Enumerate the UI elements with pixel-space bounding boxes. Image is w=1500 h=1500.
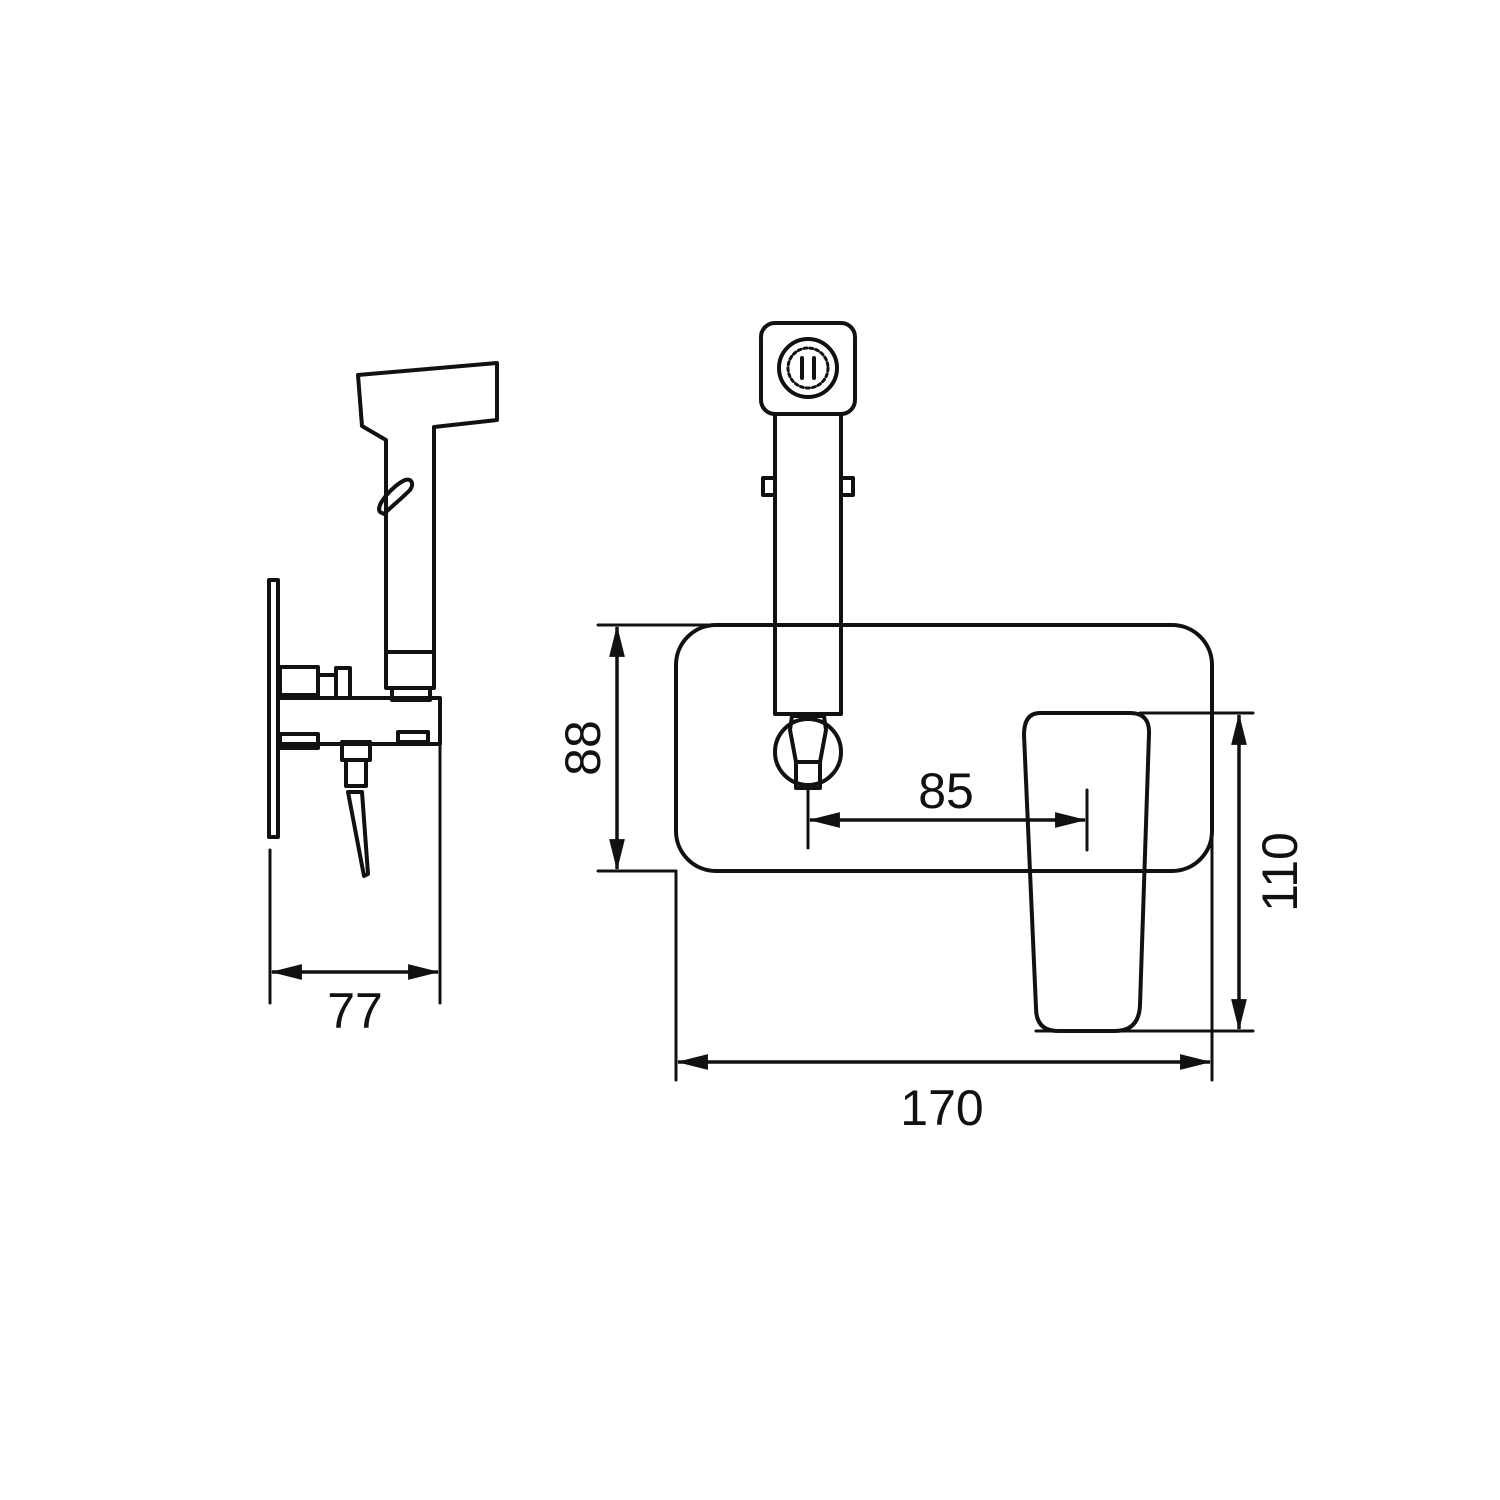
side-holder-bottom	[396, 730, 430, 744]
dimension-label-170: 170	[900, 1080, 983, 1136]
side-lower-ring	[278, 732, 320, 750]
dimension-label-77: 77	[327, 983, 383, 1039]
dimension-77: 77	[268, 742, 442, 1039]
side-spray-head	[356, 361, 499, 690]
spray-head-nozzle-icon	[759, 321, 857, 416]
dimension-85: 85	[808, 763, 1089, 852]
side-view-faucet-icon	[267, 361, 499, 878]
side-valve-body	[276, 696, 442, 746]
nozzle-holes	[786, 346, 830, 390]
side-connector-cap	[334, 666, 352, 700]
front-trigger-left	[761, 476, 777, 497]
front-trigger-right	[839, 476, 855, 497]
side-connector-nut	[316, 673, 338, 700]
nozzle-outer	[777, 337, 839, 399]
side-view: 77	[267, 361, 499, 1039]
spray-head-face	[759, 321, 857, 416]
side-hose-connector	[278, 665, 320, 697]
front-handle-body	[773, 412, 843, 716]
hose-outlet-ring	[773, 717, 843, 787]
front-view: 88 85 110 170	[555, 321, 1308, 1136]
side-trigger	[377, 477, 415, 516]
dimension-label-85: 85	[918, 763, 974, 819]
front-wall-plate	[674, 623, 1214, 873]
front-view-faucet-icon	[674, 321, 1214, 1033]
dimension-110: 110	[1034, 711, 1308, 1033]
dimension-label-88: 88	[555, 720, 611, 776]
dimension-170: 170	[674, 698, 1214, 1136]
side-lever	[346, 790, 370, 878]
side-cartridge-stem	[344, 758, 368, 788]
dimension-label-110: 110	[1252, 832, 1308, 912]
dimension-88: 88	[555, 623, 772, 873]
